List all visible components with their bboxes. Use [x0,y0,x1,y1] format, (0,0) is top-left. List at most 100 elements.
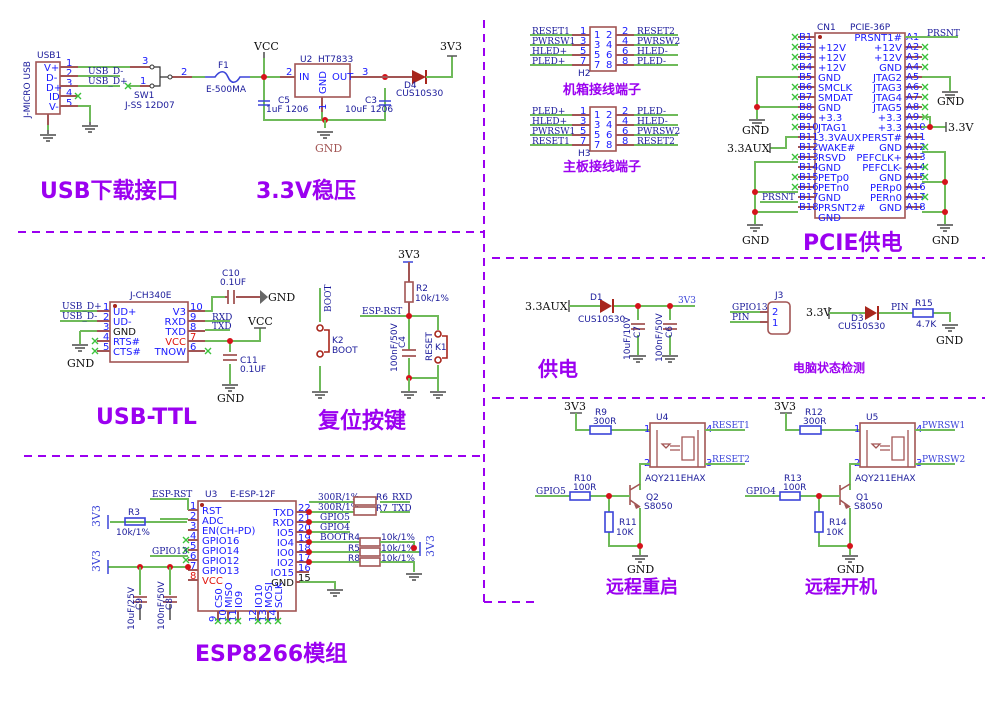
cn1-pin-num: B7 [799,92,812,103]
gnd-label: GND [268,291,295,304]
no-connect-icon [274,617,282,625]
u3-pin-name: SCLK [274,582,285,608]
d4-ref: D4 [404,81,417,91]
u3-pin-name: ADC [202,516,224,527]
r4-ref: R4 [348,533,360,543]
k2-boot-button[interactable]: BOOT K2 BOOT [312,284,358,399]
gnd-label: GND [937,95,964,108]
u3-pin-num: 6 [190,551,196,562]
cn1-pin-num: A15 [906,172,926,183]
header-pin-num: 4 [606,120,612,131]
power-supply-circuit[interactable]: 3.3AUX D1 CUS10S30 3V3 10uF/10V C7 100nF… [525,293,696,363]
c11-ref: C11 [240,356,258,366]
u1-value: J-CH340E [129,291,172,301]
relay-value: AQY211EHAX [855,474,916,484]
cn1-pin-name: PERST# [862,133,902,144]
gnd-label: GND [936,334,963,347]
ground-icon [82,122,98,133]
u2-pin-num: 1 [318,104,329,110]
u3-pin-num: 17 [298,553,311,564]
resistor-ref: R10 [574,474,592,484]
section-title-regulator: 3.3V稳压 [256,178,356,204]
r5-ref: R5 [348,544,360,554]
usb1-pin-num: 1 [66,58,72,69]
header-net-label: PWRSW1 [532,127,575,137]
d4-diode[interactable]: 3V3 D4 CUS10S30 [385,40,462,99]
3v3aux-label: 3.3AUX [525,300,568,313]
no-connect-icon [224,617,232,625]
section-title-remote-power: 远程开机 [805,577,877,598]
usb1-connector[interactable]: USB1 J-MICRO USB V+ D- D+ ID V- 1 2 3 4 … [23,51,130,130]
u1-pin-num: 7 [190,332,196,343]
section-title-usb-download: USB下载接口 [40,178,178,204]
gnd-label: GND [742,234,769,247]
usb1-pin-name: V+ [44,63,59,74]
resistor-value: 10K [826,528,844,538]
relay-value: AQY211EHAX [645,474,706,484]
resistor-icon [779,491,801,501]
u1-pin-name: TXD [164,327,186,338]
3v3-label: 3V3 [774,400,796,413]
no-connect-icon [921,43,929,51]
u3-value: E-ESP-12F [230,490,275,500]
no-connect-icon [791,113,799,121]
gnd-label: GND [932,234,959,247]
u2-regulator[interactable]: VCC U2 HT7833 IN OUT 2 3 GND 1 C5 1uF 12… [250,40,393,155]
u3-pin-name: IO5 [277,528,294,539]
header-pin-num: 8 [622,136,628,147]
r8-ref: R8 [348,554,360,564]
cn1-pin-num: B4 [799,62,812,73]
cn1-pin-name: GND [818,73,841,84]
resistor-icon [799,425,822,435]
u3-pin-num: 7 [190,561,196,572]
relay-out-net: PWRSW2 [922,455,965,465]
no-connect-icon [264,617,272,625]
u1-pin-name: UD+ [113,307,136,318]
sw1-switch[interactable]: 3 2 1 SW1 J-SS 12D07 [124,56,192,111]
u3-pin-name: GPIO13 [202,566,239,577]
vcc-label: VCC [253,40,279,53]
no-connect-icon [791,153,799,161]
k2-value: BOOT [332,346,358,356]
cn1-pin-num: B2 [799,42,812,53]
u3-pin-num: 14 [268,609,279,622]
cn1-pin-num: A17 [906,192,926,203]
pc-state-circuit[interactable]: J3 2 1 GPIO13 PIN 3.3V D3 CUS10S30 PIN R… [730,291,963,347]
u1-pin-num: 4 [103,332,109,343]
header-pin-num: 8 [622,56,628,67]
3v3-label: 3V3 [678,296,696,306]
no-connect-icon [921,63,929,71]
net-gpio13: GPIO13 [732,303,768,313]
c3-ref: C3 [365,96,377,106]
3v3-label: 3V3 [398,248,420,261]
k1-ref: K1 [435,343,447,353]
cn1-pin-num: B12 [799,142,819,153]
c7-ref: C7 [633,326,643,338]
r3-value: 10k/1% [116,528,150,538]
reset-circuit[interactable]: 3V3 R2 10k/1% ESP-RST 100nF/50V C4 RESET… [360,248,449,399]
3v3-label: 3.3V [948,121,974,134]
cn1-pin-name: GND [879,63,902,74]
usb1-pin-name: D- [46,73,58,84]
no-connect-icon [91,347,99,355]
no-connect-icon [214,617,222,625]
f1-fuse[interactable]: F1 E-500MA [192,61,250,95]
u1-pin-num: 1 [103,302,109,313]
usb1-pin-num: 2 [66,68,72,79]
cn1-pin-name: GND [818,193,841,204]
no-connect-icon [74,92,82,100]
header-pin-num: 8 [606,140,612,151]
net-prsnt: PRSNT [762,193,795,203]
cn1-pin-name: SMCLK [818,83,853,94]
c5-value: 1uF 1206 [266,105,309,115]
net-prsnt: PRSNT [927,29,960,39]
net-usb-dminus: USB_D- [88,67,123,77]
cn1-pin-num: A10 [906,122,926,133]
